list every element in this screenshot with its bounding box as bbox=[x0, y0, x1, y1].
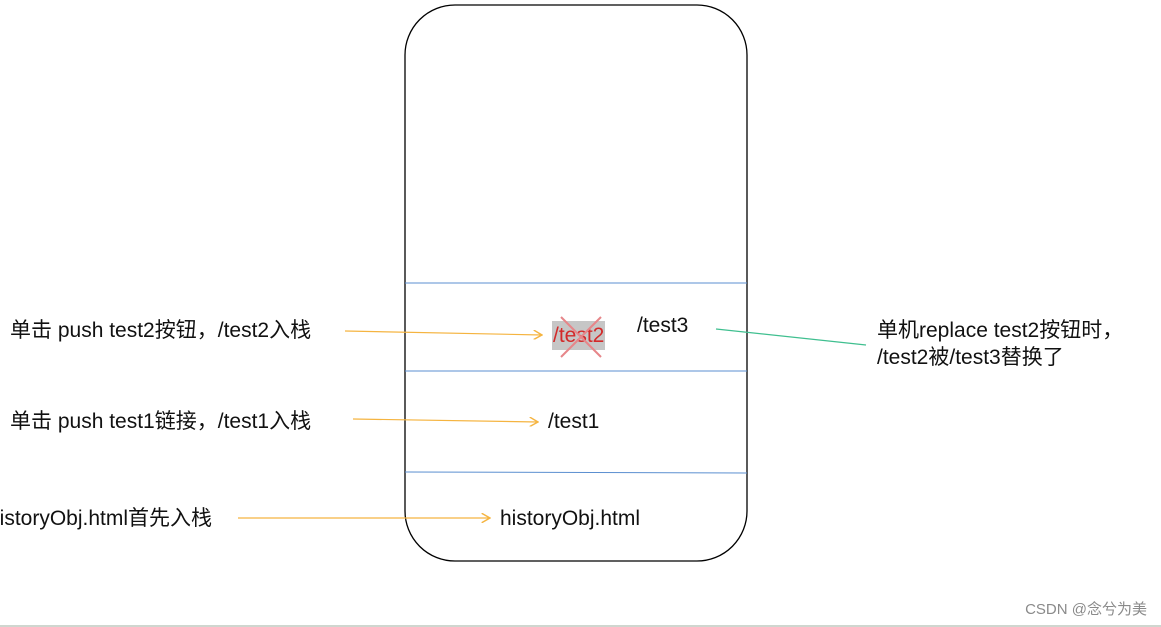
bottom-rule bbox=[0, 625, 1161, 627]
annotation-push-test2: 单击 push test2按钮，/test2入栈 bbox=[10, 319, 312, 342]
watermark: CSDN @念兮为美 bbox=[1025, 601, 1147, 618]
annotation-push-test1: 单击 push test1链接，/test1入栈 bbox=[10, 410, 312, 433]
annotation-push-html: historyObj.html首先入栈 bbox=[0, 507, 213, 530]
connector-replace bbox=[715, 328, 867, 346]
annotation-replace-line1: 单机replace test2按钮时， bbox=[877, 319, 1124, 342]
arrow-push-test1 bbox=[352, 419, 538, 422]
arrow-push-test2 bbox=[344, 331, 542, 335]
annotation-replace-line2: /test2被/test3替换了 bbox=[877, 346, 1064, 369]
stack-entry-test1: /test1 bbox=[548, 410, 600, 433]
cross-mark-icon bbox=[560, 316, 602, 358]
stack-entry-test3: /test3 bbox=[637, 314, 689, 337]
stack-entry-html: historyObj.html bbox=[500, 507, 641, 530]
stack-divider bbox=[404, 471, 748, 474]
